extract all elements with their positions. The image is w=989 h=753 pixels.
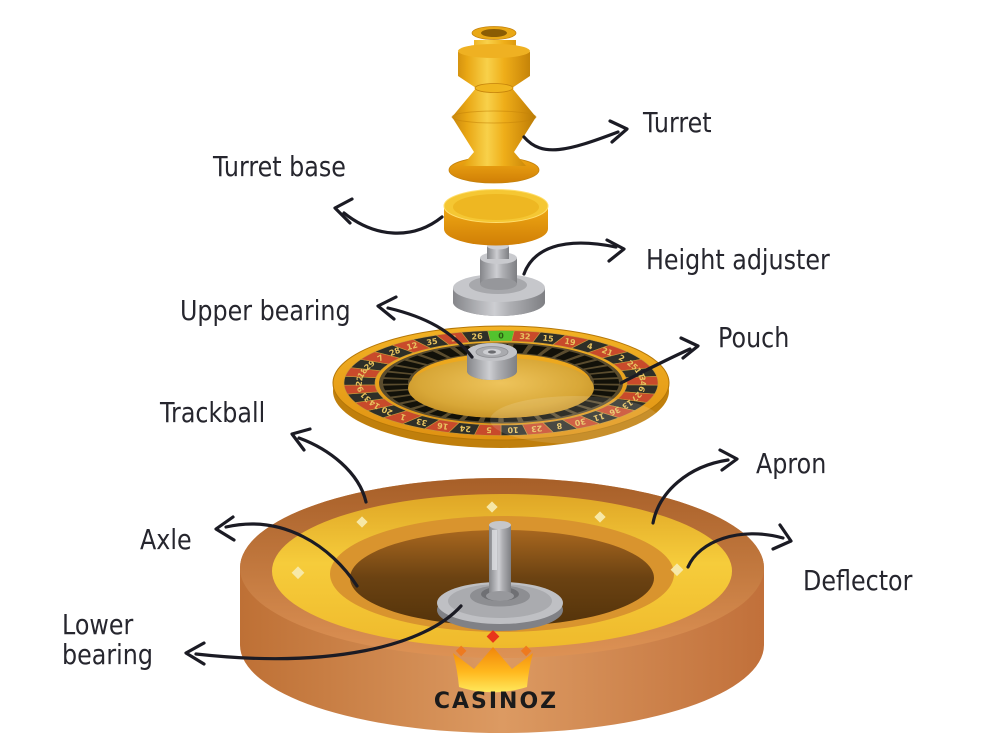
wheel-pocket-number: 1 xyxy=(399,412,407,422)
wheel-pocket-number: 11 xyxy=(592,411,606,423)
arrow-lower-bearing xyxy=(184,604,463,666)
wheel-pocket-number: 16 xyxy=(436,420,449,431)
wheel-pocket-number: 20 xyxy=(380,404,394,417)
wheel-slot xyxy=(585,366,613,374)
height-adjuster-graphic xyxy=(453,242,545,316)
wheel-pocket-number: 21 xyxy=(600,346,614,359)
label-axle: Axle xyxy=(140,523,192,556)
wheel-pocket-number: 4 xyxy=(586,341,594,351)
wheel-slot xyxy=(541,347,565,358)
wheel-slot xyxy=(396,360,425,369)
turret-graphic xyxy=(448,26,540,184)
wheel-pocket-number: 7 xyxy=(376,353,385,364)
wheel-pocket-number: 12 xyxy=(406,341,419,353)
wheel-pocket-number: 35 xyxy=(426,336,439,347)
annotation-arrows xyxy=(184,119,793,666)
label-height-adjuster: Height adjuster xyxy=(646,243,830,276)
wheel-slot xyxy=(566,355,595,365)
logo-text: CASINOZ xyxy=(433,689,559,714)
wheel-pocket xyxy=(460,330,491,343)
wheel-pocket-number: 32 xyxy=(519,332,531,342)
label-lower-bearing: Lower bearing xyxy=(62,608,153,672)
wheel-pocket-number: 2 xyxy=(617,353,626,364)
label-pouch: Pouch xyxy=(718,321,790,354)
arrow-apron xyxy=(651,448,739,525)
wheel-slot xyxy=(593,378,620,384)
upper-bearing-hub xyxy=(467,343,517,380)
wheel-slot xyxy=(590,372,618,379)
arrow-deflector xyxy=(686,523,793,569)
label-deflector: Deflector xyxy=(803,564,913,597)
wheel-pocket-number: 22 xyxy=(354,375,364,387)
wheel-slot xyxy=(384,372,412,379)
wheel-slot xyxy=(526,345,548,355)
wheel-slot xyxy=(592,385,619,391)
wheel-pocket-number: 15 xyxy=(542,334,555,344)
arrow-pouch xyxy=(619,336,700,385)
arrow-turret xyxy=(522,119,629,152)
wheel-pocket-number: 10 xyxy=(507,425,519,434)
wheel-pocket-number: 0 xyxy=(498,332,504,341)
wheel-pocket-number: 36 xyxy=(607,405,621,418)
wheel-slot xyxy=(383,385,410,391)
wheel-pocket-number: 8 xyxy=(555,421,562,431)
wheel-pocket-number: 24 xyxy=(459,424,471,434)
wheel-pocket-number: 26 xyxy=(471,332,483,342)
label-upper-bearing: Upper bearing xyxy=(180,294,351,327)
arrow-trackball xyxy=(290,427,368,504)
wheel-slot xyxy=(554,351,581,361)
wheel-slot xyxy=(389,366,417,374)
wheel-sheen xyxy=(490,396,660,444)
wheel-pocket-number: 30 xyxy=(573,416,586,427)
arrow-axle xyxy=(214,515,359,588)
wheel-slot xyxy=(382,378,409,384)
label-turret: Turret xyxy=(643,106,712,139)
wheel-pocket-number: 34 xyxy=(637,375,647,388)
wheel-pocket-number: 6 xyxy=(636,385,647,394)
arrow-turret-base xyxy=(333,197,444,235)
wheel-cone xyxy=(408,358,594,418)
wheel-pocket-number: 28 xyxy=(388,346,402,359)
label-turret-base: Turret base xyxy=(213,150,346,183)
wheel-slot xyxy=(577,360,606,369)
label-apron: Apron xyxy=(756,447,827,480)
wheel-slot xyxy=(421,351,448,361)
turret-base-graphic xyxy=(443,189,549,246)
arrow-upper-bearing xyxy=(376,295,474,359)
wheel-pocket-number: 23 xyxy=(531,424,543,434)
wheel-pocket-number: 9 xyxy=(355,384,366,393)
label-trackball: Trackball xyxy=(160,396,266,429)
wheel-slot xyxy=(588,390,616,397)
axle-graphic xyxy=(486,521,514,601)
wheel-pocket-number: 19 xyxy=(564,337,577,348)
arrow-height-adjuster xyxy=(522,238,626,276)
wheel-pocket-number: 5 xyxy=(486,425,492,434)
wheel-slot xyxy=(386,390,414,397)
deflector-diamonds xyxy=(291,501,684,580)
bowl-graphic xyxy=(240,478,764,733)
wheel-pocket-number: 33 xyxy=(415,416,428,427)
wheel-slot xyxy=(407,355,436,365)
wheel-slot xyxy=(437,347,461,358)
